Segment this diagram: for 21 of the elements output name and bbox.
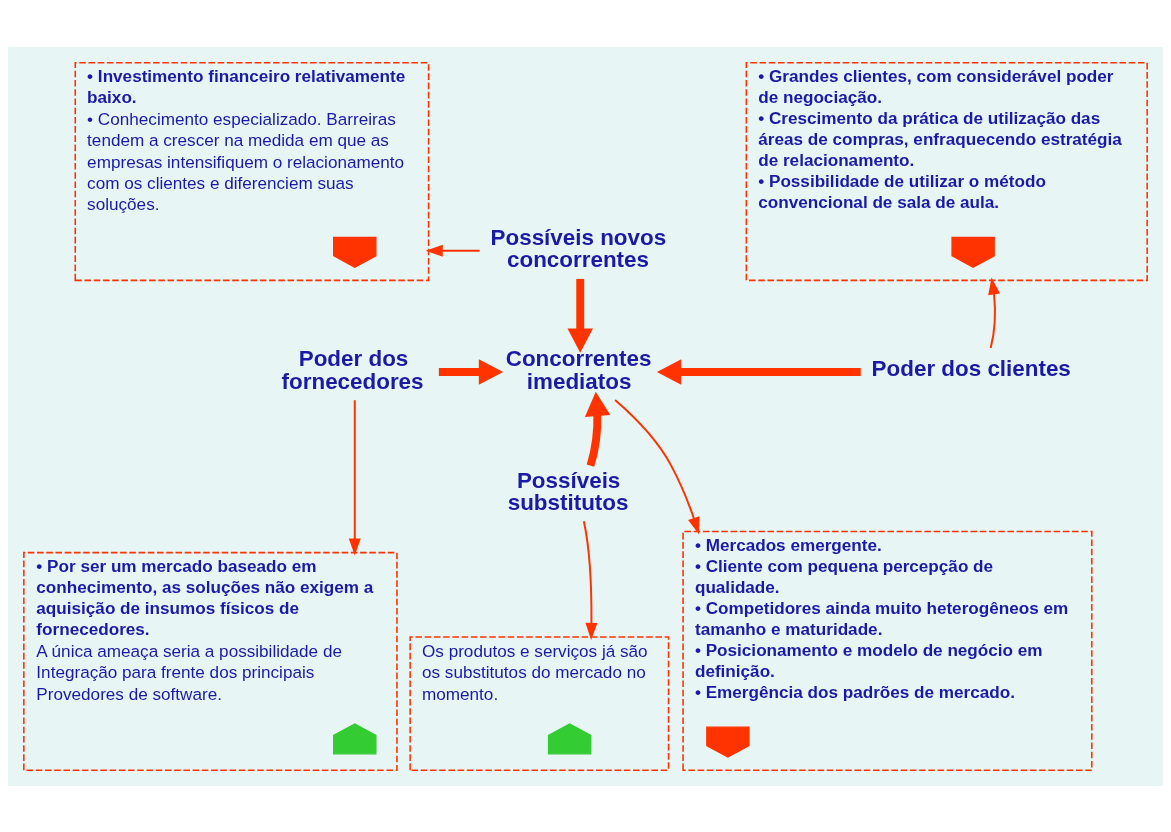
node-text: Poder dos clientes [871,355,1071,381]
arrow [582,519,598,640]
node-text: Poder dos fornecedores [281,345,424,394]
node-text: Possíveis novos concorrentes [490,224,667,272]
cluster: Os produtos e serviços já são os substitutos do mercado no momento. [409,635,670,771]
cluster: • Investimento financeiro relativamente baixo. • Conhecimento especializado. Barreiras tendem a crescer na medida em que as empresas intensifiquem o relacionamento com os clientes e diferenciem suas soluções. [74,61,430,281]
cluster: • Grandes clientes, com considerável poder de negociação. • Crescimento da prática de utilização das áreas de compras, enfraquecendo estratégia de relacionamento. • Possibilidade de utilizar o método convencional de sala de aula. [745,61,1148,281]
cluster: • Por ser um mercado baseado em conhecimento, as soluções não exigem a aquisição de insumos físicos de fornecedores. A única ameaça seria a possibilidade de Integração para frente dos principais Provedores de software. [23,551,398,771]
node-arrow [706,726,750,758]
node-arrow [333,236,377,268]
node-text: Concorrentes imediatos [505,345,652,394]
node-arrow [333,722,377,754]
node-arrow [951,236,995,268]
node-arrow [547,722,592,754]
arrow [425,244,481,257]
arrow [584,391,611,467]
arrow [988,276,1001,349]
node-text: Possíveis substitutos [507,467,629,515]
arrow [348,398,361,556]
cluster: • Mercados emergente. • Cliente com pequena percepção de qualidade. • Competidores ainda muito heterogêneos em tamanho e maturidade. • Posicionamento e modelo de negócio em definição. • Emergência dos padrões de mercado. [682,530,1093,771]
arrow [614,398,700,534]
